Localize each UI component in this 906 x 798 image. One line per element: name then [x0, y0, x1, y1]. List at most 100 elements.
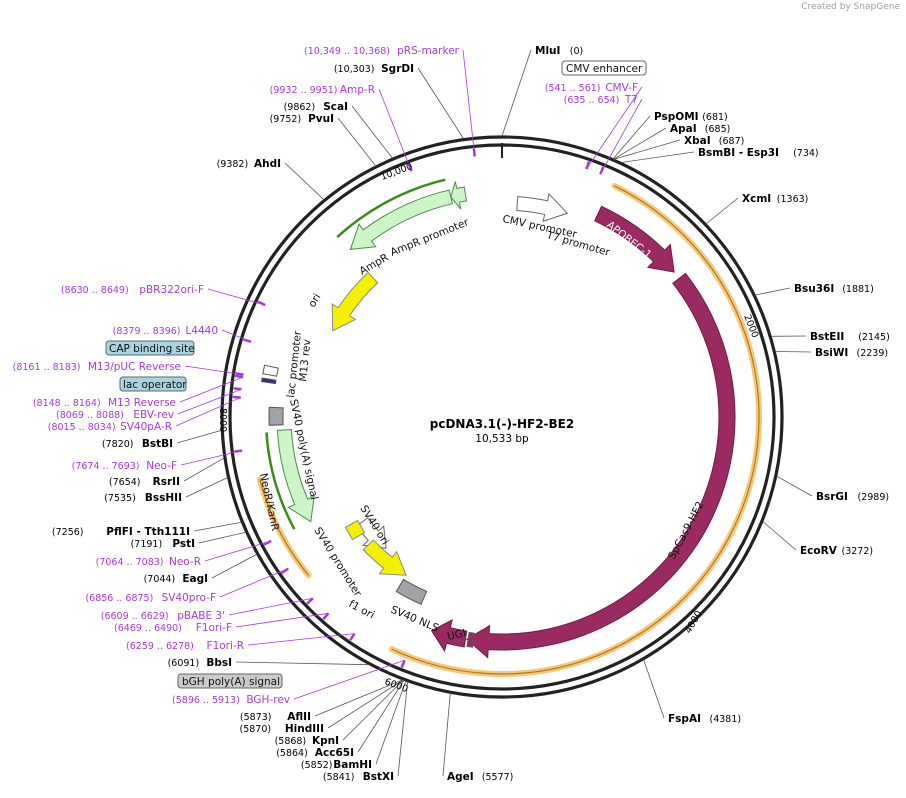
label-t7promoter: T7 promoter: [544, 229, 612, 259]
site-29-pos: (5841): [323, 772, 355, 783]
site-10-name: Bsu36I: [794, 283, 834, 295]
feature-sv40-nls: [467, 633, 474, 648]
site-24-pos: (5873): [240, 712, 272, 723]
site-leader-20: [194, 522, 241, 531]
label-f1ori: f1 ori: [347, 598, 377, 621]
site-27-pos: (5864): [276, 748, 308, 759]
site-2-pos: (9862): [284, 102, 316, 113]
site-leader-13: [777, 476, 812, 496]
site-11-pos: (2145): [858, 332, 890, 343]
primer-4-name: pBR322ori-F: [139, 284, 204, 296]
site-leader-0: [502, 50, 531, 136]
label-bgh-polya: bGH poly(A) signal: [182, 676, 280, 688]
primer-4-range: (8630 .. 8649): [61, 285, 129, 296]
site-leader-19: [186, 478, 228, 497]
site-17-pos: (7820): [102, 439, 134, 450]
site-leader-2: [352, 106, 393, 158]
primer-13-name: pBABE 3': [177, 610, 225, 622]
primer-1-range: (9932 .. 9951): [270, 85, 338, 96]
site-18-pos: (7654): [109, 477, 141, 488]
site-14-pos: (3272): [842, 546, 874, 557]
site-29-name: BstXI: [363, 771, 394, 783]
primer-14-name: F1ori-F: [196, 622, 232, 634]
primer-mark-9: [233, 397, 241, 398]
primer-15-name: F1ori-R: [207, 640, 244, 652]
primer-10-name: Neo-F: [146, 460, 177, 472]
site-1-pos: (10,303): [334, 64, 375, 75]
primer-9-name: SV40pA-R: [120, 421, 172, 433]
site-7-pos: (687): [719, 136, 745, 147]
site-3-name: PvuI: [308, 113, 334, 125]
site-9-name: XcmI: [742, 193, 771, 205]
site-21-name: PstI: [172, 538, 195, 550]
primer-12-range: (6856 .. 6875): [85, 593, 153, 604]
primer-9-range: (8015 .. 8034): [48, 422, 116, 433]
primer-12-name: SV40pro-F: [162, 592, 216, 604]
site-1-name: SgrDI: [381, 63, 414, 75]
site-12-name: BsiWI: [815, 347, 848, 359]
site-25-pos: (5870): [240, 724, 272, 735]
site-11-name: BstEII: [810, 331, 844, 343]
site-26-name: KpnI: [312, 735, 339, 747]
feature-sv40-polya: [269, 407, 283, 425]
primer-16-range: (5896 .. 5913): [172, 695, 240, 706]
tick-8000: 8000: [217, 408, 228, 432]
site-3-pos: (9752): [270, 114, 302, 125]
site-leader-16: [443, 693, 450, 776]
feature-bgh-polya: [396, 579, 426, 604]
snapgene-credit: Created by SnapGene: [801, 2, 900, 12]
site-23-name: BbsI: [206, 657, 232, 669]
site-leader-14: [763, 521, 796, 550]
site-28-name: BamHI: [333, 759, 372, 771]
primer-14-range: (6469 .. 6490): [114, 623, 182, 634]
primer-2-range: (541 .. 561): [545, 83, 601, 94]
primer-13-range: (6609 .. 6629): [101, 611, 169, 622]
site-leader-6: [614, 128, 666, 159]
site-26-pos: (5868): [275, 736, 307, 747]
site-17-name: BstBI: [142, 438, 173, 450]
primer-mark-15: [350, 634, 355, 641]
site-9-pos: (1363): [777, 194, 809, 205]
site-leader-29: [398, 682, 408, 776]
site-leader-18: [184, 458, 224, 481]
site-4-name: AhdI: [254, 158, 281, 170]
primer-0-name: pRS-marker: [397, 45, 460, 57]
site-22-name: EagI: [182, 573, 208, 585]
plasmid-size: 10,533 bp: [475, 433, 529, 445]
site-25-name: HindIII: [285, 723, 324, 735]
primer-6-name: M13/pUC Reverse: [88, 361, 181, 373]
primer-6-range: (8161 .. 8183): [13, 362, 81, 373]
site-24-name: AflII: [287, 711, 311, 723]
site-leader-9: [706, 198, 738, 224]
site-leader-4: [285, 163, 324, 200]
site-22-pos: (7044): [144, 574, 176, 585]
site-leader-1: [418, 68, 464, 139]
site-15-name: FspAI: [668, 713, 701, 725]
primer-mark-8: [234, 388, 242, 389]
primer-3-name: T7: [624, 94, 638, 106]
site-20-name: PflFI - Tth111I: [106, 526, 190, 538]
primer-0-range: (10,349 .. 10,368): [304, 46, 390, 57]
primer-7-name: M13 Reverse: [108, 397, 176, 409]
site-leader-17: [177, 430, 221, 443]
site-14-name: EcoRV: [800, 545, 838, 557]
site-13-pos: (2989): [858, 492, 890, 503]
feature-spcas9-hf2: [467, 273, 735, 657]
site-16-pos: (5577): [482, 772, 514, 783]
primer-5-range: (8379 .. 8396): [113, 326, 181, 337]
feature-ampr-promoter: [451, 182, 467, 209]
primer-3-range: (635 .. 654): [564, 95, 620, 106]
primer-7-range: (8148 .. 8164): [33, 398, 101, 409]
site-leader-21: [199, 532, 246, 543]
label-cmv-enhancer: CMV enhancer: [566, 63, 643, 75]
feature-ori: [332, 273, 377, 331]
site-5-name: PspOMI: [654, 111, 699, 123]
feature-m13-rev: [262, 378, 276, 384]
site-18-name: RsrII: [153, 476, 180, 488]
primer-16-name: BGH-rev: [246, 694, 290, 706]
site-0-pos: (0): [570, 46, 583, 57]
primer-11-name: Neo-R: [169, 556, 201, 568]
primer-10-range: (7674 .. 7693): [72, 461, 140, 472]
site-13-name: BsrGI: [816, 491, 848, 503]
